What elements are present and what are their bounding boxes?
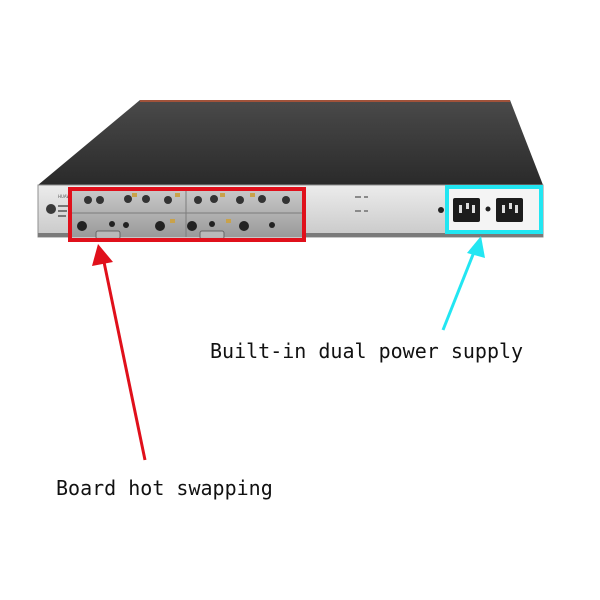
chassis-top (38, 100, 543, 185)
rear-panel-marks (355, 196, 444, 213)
board-callout-label: Board hot swapping (56, 476, 273, 500)
power-callout-arrow (441, 236, 485, 331)
power-callout-label: Built-in dual power supply (210, 339, 524, 363)
power-socket-right-icon (496, 198, 523, 222)
power-supply-modules (447, 188, 541, 231)
service-boards (71, 191, 303, 240)
power-highlight-box (445, 185, 543, 234)
brand-label-area: HUAWEI (46, 194, 74, 217)
power-socket-left-icon (453, 198, 480, 222)
board-callout-arrow (92, 244, 147, 461)
board-highlight-box (68, 187, 306, 242)
brand-text: HUAWEI (58, 194, 74, 199)
